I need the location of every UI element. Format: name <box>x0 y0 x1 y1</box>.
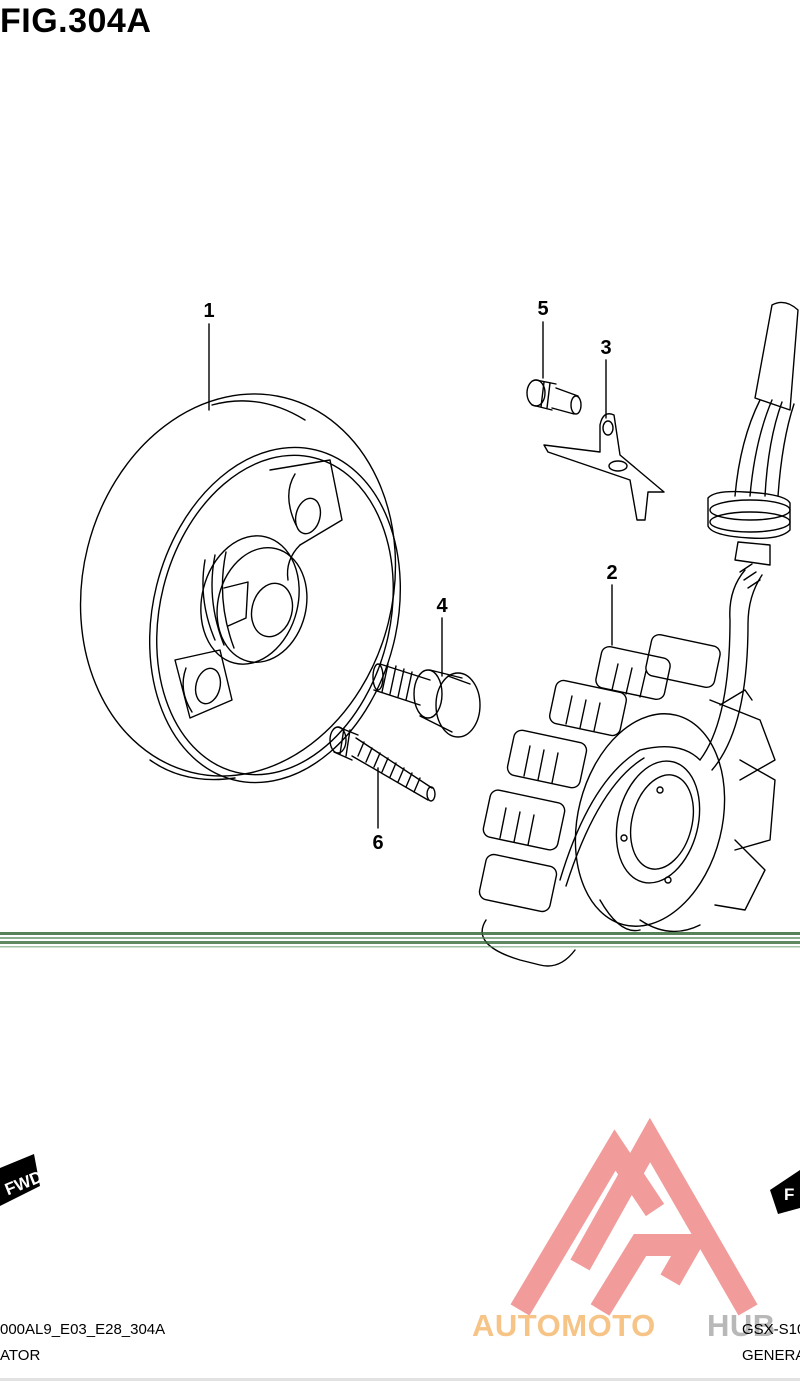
callout-4: 4 <box>436 595 448 617</box>
callout-5: 5 <box>537 298 549 320</box>
scan-divider <box>0 932 800 948</box>
watermark-logo <box>510 1117 758 1316</box>
fwd-badge-right-label: F <box>784 1185 794 1204</box>
callout-2: 2 <box>606 562 618 584</box>
callout-1: 1 <box>203 300 215 322</box>
rotor-bolt-part <box>372 663 481 738</box>
footer-left-code: 000AL9_E03_E28_304A <box>0 1321 166 1338</box>
rotor-part <box>79 393 402 784</box>
watermark-text-hub: HUB <box>707 1308 776 1343</box>
callout-3: 3 <box>600 337 612 359</box>
clamp-bracket-part <box>543 413 665 521</box>
footer-right-code: GSX-S10 <box>742 1321 800 1338</box>
watermark-text-automoto: AUTOMOTO <box>472 1308 656 1343</box>
stator-screw-part <box>329 726 436 802</box>
small-bolt-part <box>526 379 582 415</box>
footer-right-name: GENERA <box>742 1347 800 1364</box>
footer-left-name: ATOR <box>0 1347 41 1364</box>
figure-title: FIG.304A <box>0 2 152 40</box>
stator-part <box>478 301 799 967</box>
fwd-badge-right: F <box>770 1170 800 1214</box>
callout-6: 6 <box>372 832 384 854</box>
fwd-badge-left: FWD <box>0 1154 44 1206</box>
